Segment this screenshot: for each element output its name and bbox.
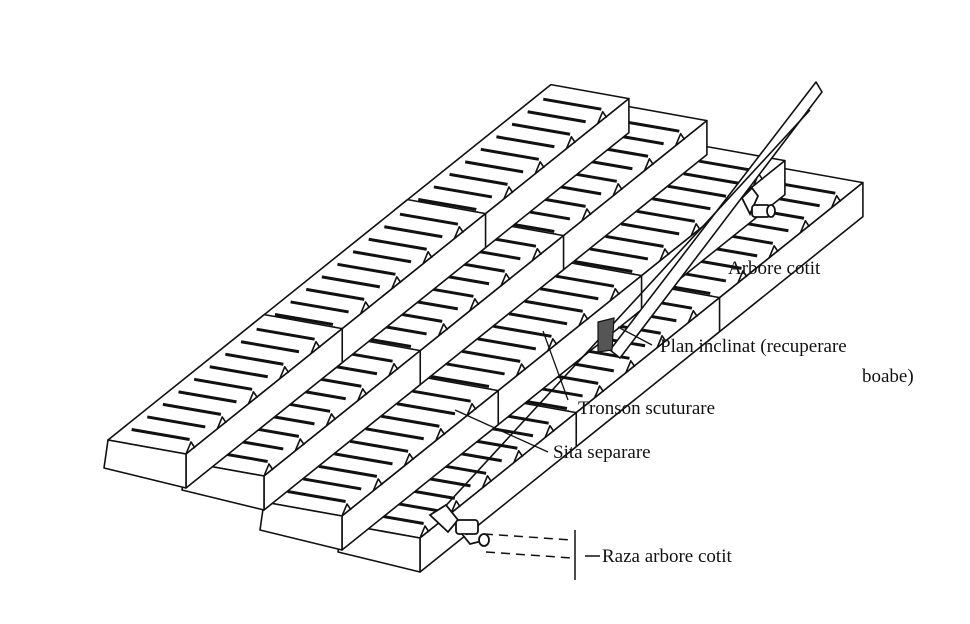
inclined-plane-label-cont: boabe)	[862, 366, 914, 387]
walker-3-slot	[652, 197, 711, 211]
walker-2-slot	[621, 119, 680, 133]
walker-3-slot	[477, 337, 537, 351]
walker-3-teeth-1	[341, 402, 477, 517]
walker-1-teeth-1	[185, 340, 321, 455]
walker-1-slot	[368, 237, 427, 251]
crankshaft-rear-icon	[740, 186, 776, 218]
shaker-section-label: Tronson scuturare	[578, 398, 716, 419]
walker-3-slot	[381, 414, 440, 428]
walker-1-slot	[352, 250, 412, 264]
walker-3-slot	[318, 464, 378, 478]
walker-3-slot	[508, 312, 568, 326]
walker-1-slot	[146, 415, 206, 429]
inclined-plane-edge	[597, 317, 615, 353]
walker-3-slot	[540, 287, 599, 301]
crankshaft-label: Arbore cotit	[728, 258, 821, 279]
walker-3-slot	[667, 184, 727, 198]
inclined-plane-label: Plan inclinat (recuperare	[660, 336, 847, 357]
inclined-plane-beam	[609, 81, 823, 359]
walker-3-lip-1	[259, 501, 343, 551]
walker-1-slot	[449, 172, 508, 186]
walker-3-slot	[605, 234, 664, 248]
walker-1-slot	[162, 402, 222, 416]
walker-1-slot	[433, 185, 493, 199]
walker-3-slot	[555, 274, 615, 288]
walker-3-slot	[302, 477, 362, 491]
separation-sieve-label: Sita separare	[553, 442, 651, 463]
walker-3-slot	[412, 389, 471, 403]
walker-1-slot	[384, 225, 443, 239]
walker-1-slot	[511, 122, 571, 136]
walker-1-slot	[399, 212, 459, 226]
walker-3-slot	[430, 374, 490, 388]
walker-3-slot	[493, 324, 552, 338]
walker-1-slot	[496, 135, 555, 149]
crank-radius-dimension	[483, 530, 600, 580]
walker-4-teeth-1	[419, 424, 555, 539]
walker-3-slot	[287, 489, 346, 503]
walker-1-slot	[480, 147, 540, 161]
walker-3-slot	[396, 402, 456, 416]
walker-3-slot	[574, 259, 633, 273]
walker-3-slot	[524, 299, 583, 313]
walker-1-slot	[543, 97, 602, 111]
walker-1-slot	[305, 287, 365, 301]
walker-1-slot	[418, 197, 477, 211]
walker-1-slot	[274, 312, 334, 326]
leader-lines	[454, 326, 653, 453]
walker-1-slot	[209, 365, 268, 379]
walker-1-slot	[178, 390, 237, 404]
walker-1-slot	[464, 160, 524, 174]
walker-1-slot	[193, 377, 253, 391]
walker-3-slot	[461, 349, 521, 363]
walker-2-teeth-1	[263, 362, 399, 477]
walker-1-slot	[321, 275, 381, 289]
walker-1-slot	[290, 300, 349, 314]
walker-1-slot	[527, 110, 586, 124]
walker-1-slot	[337, 262, 396, 276]
walker-3-slot	[636, 209, 696, 223]
walker-3-slot	[365, 427, 424, 441]
crank-radius-label: Raza arbore cotit	[602, 546, 732, 567]
walker-3-slot	[683, 172, 742, 186]
walker-1-slot	[240, 340, 300, 354]
walker-3-slot	[699, 159, 758, 173]
walker-1-slot	[131, 427, 190, 441]
walker-3-slot	[446, 362, 505, 376]
walker-3-slot	[620, 222, 680, 236]
walker-3-slot	[334, 452, 393, 466]
walker-1-slot	[256, 327, 315, 341]
walker-4-slot	[777, 181, 836, 195]
crankshaft-front-icon	[428, 503, 490, 547]
walker-3-slot	[589, 247, 649, 261]
straw-walkers	[103, 81, 864, 573]
walker-3-slot	[349, 439, 409, 453]
walker-1-lip-1	[103, 439, 187, 489]
walker-1-slot	[225, 352, 284, 366]
frame-rail	[439, 109, 811, 513]
